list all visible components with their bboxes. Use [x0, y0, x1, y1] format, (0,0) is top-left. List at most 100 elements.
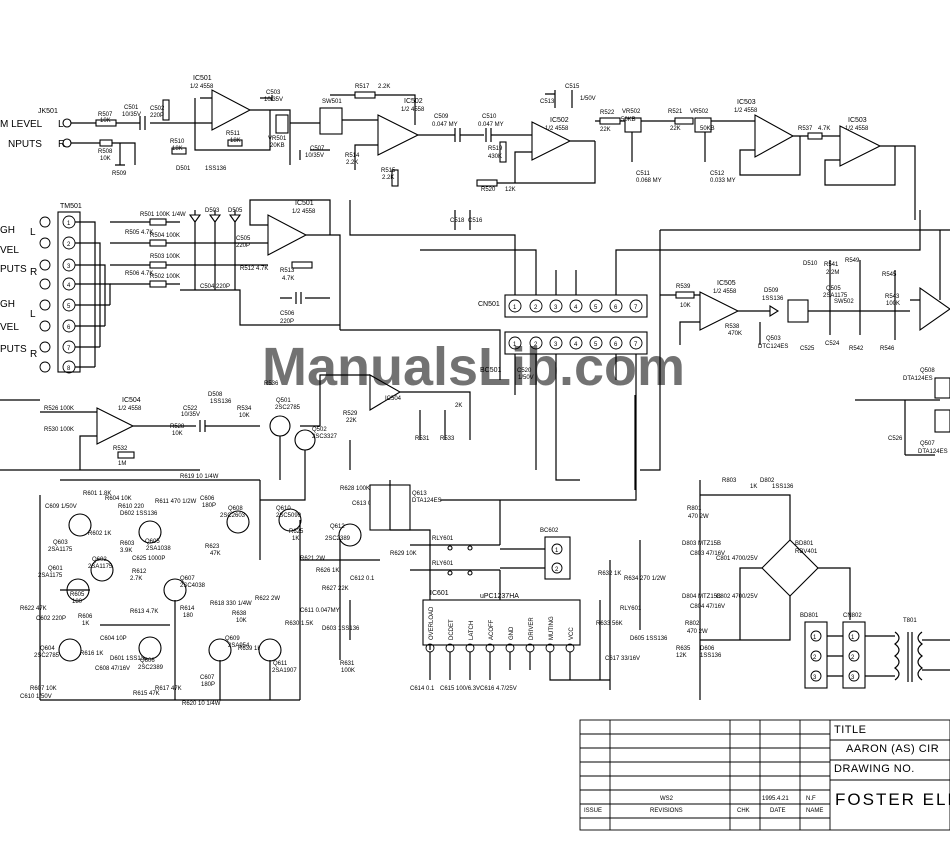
low-jack-l: [62, 118, 72, 128]
ic502b-label: IC502: [550, 117, 569, 124]
svg-text:RLY601: RLY601: [432, 536, 454, 542]
svg-text:1SS136: 1SS136: [700, 653, 722, 659]
low-level-label: M LEVEL: [0, 119, 43, 130]
svg-text:2SC2389: 2SC2389: [325, 536, 351, 542]
svg-text:D501: D501: [176, 166, 191, 172]
svg-text:2: 2: [813, 655, 817, 661]
svg-text:7: 7: [67, 346, 71, 352]
svg-text:R549: R549: [845, 258, 860, 264]
drawing-number-label: DRAWING NO.: [834, 763, 915, 775]
opamp-ic503b: [839, 125, 882, 167]
transistor-q605: [138, 520, 162, 544]
svg-text:R630 1.5K: R630 1.5K: [285, 621, 313, 627]
svg-text:C613 0.1: C613 0.1: [352, 501, 377, 507]
svg-text:C612 0.1: C612 0.1: [350, 576, 375, 582]
svg-text:LATCH: LATCH: [469, 621, 475, 640]
svg-text:SW501: SW501: [322, 99, 342, 105]
revision-date: 1995.4.21: [762, 796, 789, 802]
svg-text:2SC2785: 2SC2785: [34, 653, 60, 659]
svg-text:R506 4.7K: R506 4.7K: [125, 271, 153, 277]
svg-text:7: 7: [634, 305, 638, 311]
svg-text:Q601: Q601: [48, 566, 63, 572]
svg-text:1K: 1K: [82, 621, 89, 627]
svg-text:3: 3: [67, 264, 71, 270]
svg-text:GH: GH: [0, 299, 15, 310]
svg-text:C511: C511: [636, 171, 651, 177]
svg-text:3: 3: [554, 305, 558, 311]
svg-text:D606: D606: [700, 646, 715, 652]
svg-text:D803 MTZ15B: D803 MTZ15B: [682, 541, 721, 547]
transistor-q604: [58, 638, 82, 662]
svg-text:C510: C510: [482, 114, 497, 120]
svg-text:R534: R534: [237, 406, 252, 412]
svg-text:1/2 4558: 1/2 4558: [545, 126, 569, 132]
svg-text:D602 1SS136: D602 1SS136: [120, 511, 158, 517]
svg-text:Q503: Q503: [766, 336, 781, 342]
svg-text:430K: 430K: [488, 154, 502, 160]
svg-text:1K: 1K: [292, 536, 299, 542]
svg-text:R615 47K: R615 47K: [133, 691, 160, 697]
svg-text:10/35V: 10/35V: [181, 412, 200, 418]
svg-text:470 2W: 470 2W: [687, 629, 708, 635]
svg-text:4.7K: 4.7K: [282, 276, 294, 282]
svg-text:C617 33/16V: C617 33/16V: [605, 656, 640, 662]
svg-text:2SC4038: 2SC4038: [180, 583, 206, 589]
svg-text:RLY601: RLY601: [620, 606, 642, 612]
svg-text:SW502: SW502: [834, 299, 854, 305]
svg-text:2: 2: [67, 242, 71, 248]
svg-text:5: 5: [594, 342, 598, 348]
svg-text:C501: C501: [124, 105, 139, 111]
opamp-ic502a: [377, 114, 420, 156]
svg-text:R803: R803: [722, 478, 737, 484]
low-inputs-label: NPUTS: [8, 139, 42, 150]
svg-text:CHK: CHK: [737, 808, 750, 814]
svg-text:R635: R635: [676, 646, 691, 652]
svg-text:DRIVER: DRIVER: [529, 617, 535, 640]
svg-text:1: 1: [513, 342, 517, 348]
svg-text:R531: R531: [415, 436, 430, 442]
svg-text:47K: 47K: [210, 551, 221, 557]
ic601-protection: IC601 uPC1237HA OVERLOAD DCDET LATCH ACO…: [410, 500, 668, 692]
svg-text:R539: R539: [676, 284, 691, 290]
svg-text:1/2 4558: 1/2 4558: [190, 84, 214, 90]
svg-text:R521: R521: [668, 109, 683, 115]
svg-text:Q501: Q501: [276, 398, 291, 404]
opamp-ic504: [96, 407, 135, 445]
svg-text:DTA124ES: DTA124ES: [918, 449, 948, 455]
svg-text:R626 1K: R626 1K: [316, 568, 339, 574]
ic601-body: [422, 599, 581, 646]
svg-text:R538: R538: [725, 324, 740, 330]
svg-text:C615 100/6.3V: C615 100/6.3V: [440, 686, 480, 692]
svg-text:Q606: Q606: [140, 658, 155, 664]
svg-text:Q502: Q502: [312, 427, 327, 433]
terminal-block-tm501: [57, 211, 81, 373]
ic501b-label: IC501: [295, 200, 314, 207]
svg-text:22K: 22K: [346, 418, 357, 424]
svg-text:C611 0.047MY: C611 0.047MY: [300, 608, 340, 614]
transistor-q610: [278, 508, 302, 532]
svg-text:R515: R515: [381, 168, 396, 174]
svg-text:18K: 18K: [172, 146, 183, 152]
svg-text:2.7K: 2.7K: [130, 576, 142, 582]
svg-text:50KB: 50KB: [621, 117, 636, 123]
svg-text:PUTS: PUTS: [0, 344, 27, 355]
svg-text:0.068 MY: 0.068 MY: [636, 178, 662, 184]
svg-text:3.9K: 3.9K: [120, 548, 132, 554]
svg-text:R508: R508: [98, 149, 113, 155]
svg-text:D510: D510: [803, 261, 818, 267]
svg-text:10K: 10K: [100, 156, 111, 162]
svg-text:2: 2: [851, 655, 855, 661]
svg-text:100K: 100K: [886, 301, 900, 307]
ic601-label: IC601: [430, 590, 449, 597]
svg-text:2SA1175: 2SA1175: [38, 573, 63, 579]
svg-text:Q608: Q608: [228, 506, 243, 512]
svg-text:R627 22K: R627 22K: [322, 586, 349, 592]
svg-text:BD801: BD801: [795, 541, 814, 547]
svg-text:R617 47K: R617 47K: [155, 686, 182, 692]
svg-text:180P: 180P: [202, 503, 216, 509]
svg-text:10K: 10K: [239, 413, 250, 419]
svg-text:D603 1SS136: D603 1SS136: [322, 626, 360, 632]
svg-text:Q605: Q605: [145, 539, 160, 545]
